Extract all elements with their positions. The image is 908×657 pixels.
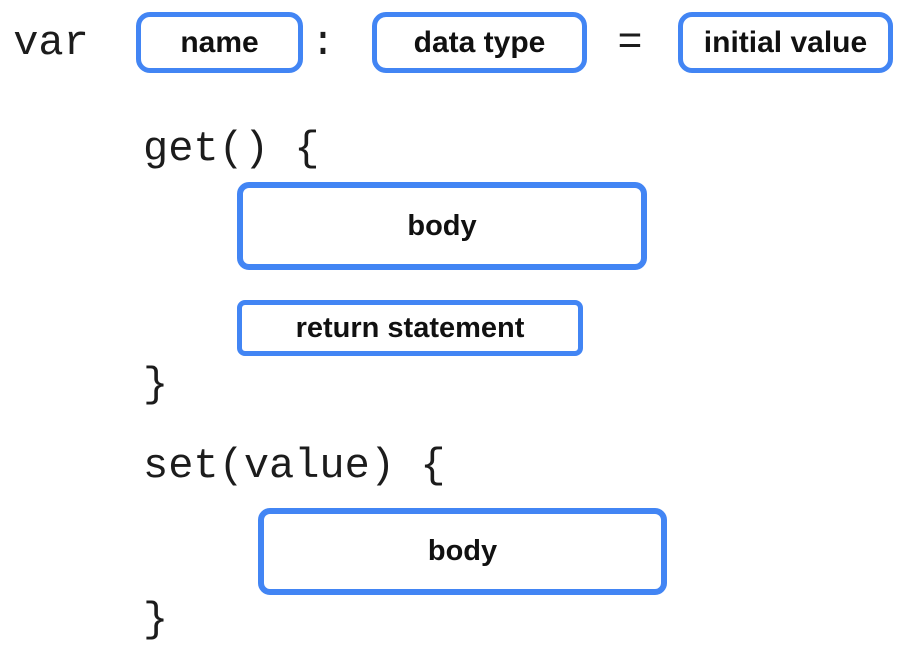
return-statement-placeholder-label: return statement bbox=[295, 311, 525, 344]
getter-body-placeholder-box: body bbox=[237, 182, 647, 270]
initial-value-placeholder-label: initial value bbox=[703, 25, 868, 59]
setter-close-brace: } bbox=[143, 596, 169, 644]
data-type-placeholder-label: data type bbox=[413, 25, 546, 59]
setter-open-line: set(value) { bbox=[143, 442, 446, 490]
colon-separator: : bbox=[310, 18, 336, 67]
var-keyword-slot: var bbox=[10, 12, 92, 73]
return-statement-placeholder-box: return statement bbox=[237, 300, 583, 356]
getter-open-line: get() { bbox=[143, 125, 320, 173]
data-type-placeholder-box: data type bbox=[372, 12, 587, 73]
getter-body-placeholder-label: body bbox=[407, 209, 477, 242]
setter-body-placeholder-box: body bbox=[258, 508, 667, 595]
name-placeholder-label: name bbox=[180, 25, 259, 59]
initial-value-placeholder-box: initial value bbox=[678, 12, 893, 73]
equals-operator: = bbox=[617, 18, 643, 67]
var-keyword: var bbox=[13, 18, 89, 67]
name-placeholder-box: name bbox=[136, 12, 303, 73]
setter-body-placeholder-label: body bbox=[427, 535, 498, 567]
colon-separator-slot: : bbox=[306, 12, 340, 73]
getter-close-brace: } bbox=[143, 361, 169, 409]
equals-operator-slot: = bbox=[613, 12, 647, 73]
